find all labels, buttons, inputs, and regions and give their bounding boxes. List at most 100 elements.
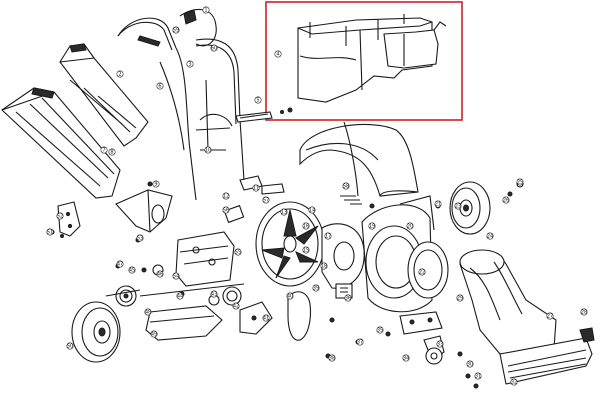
callout-circle xyxy=(368,222,376,230)
callout-number: 49 xyxy=(151,332,157,338)
callout-number: 23 xyxy=(455,204,461,210)
callout-number: 32 xyxy=(511,380,517,386)
handle-frame[interactable] xyxy=(117,17,245,201)
callout-number: 26 xyxy=(503,198,509,204)
callout-number: 19 xyxy=(369,224,375,230)
callout-number: 40 xyxy=(287,294,293,300)
callout-circle xyxy=(222,206,230,214)
belt-guard xyxy=(239,301,273,335)
part-callout: 42 xyxy=(232,302,240,310)
pulley-set xyxy=(115,264,242,307)
right-wheel[interactable] xyxy=(449,181,491,235)
part-callout: 48 xyxy=(144,308,152,316)
callout-circle xyxy=(402,354,410,362)
callout-circle xyxy=(274,50,282,58)
callout-number: 55 xyxy=(235,250,241,256)
callout-circle xyxy=(456,294,464,302)
callout-number: 24 xyxy=(487,234,493,240)
part-callout: 8 xyxy=(108,148,116,156)
part-callout: 27 xyxy=(546,312,554,320)
part-callout: 16 xyxy=(302,222,310,230)
callout-circle xyxy=(222,192,230,200)
callout-number: 33 xyxy=(437,342,443,348)
support-bracket xyxy=(399,311,443,335)
callout-number: 53 xyxy=(137,236,143,242)
callout-circle xyxy=(308,206,316,214)
callout-circle xyxy=(144,308,152,316)
part-callout: 35 xyxy=(376,326,384,334)
callout-number: 34 xyxy=(403,356,409,362)
callout-number: 28 xyxy=(581,310,587,316)
callout-number: 10 xyxy=(205,148,211,154)
discharge-elbow[interactable] xyxy=(459,249,557,355)
impeller-fan[interactable] xyxy=(255,201,325,287)
callout-circle xyxy=(172,26,180,34)
callout-circle xyxy=(502,196,510,204)
callout-number: 3 xyxy=(188,62,191,68)
callout-number: 18 xyxy=(321,264,327,270)
callout-number: 29 xyxy=(457,296,463,302)
part-callout: 33 xyxy=(436,340,444,348)
shaft-and-bearing xyxy=(105,283,245,297)
highlighted-part-inset[interactable] xyxy=(265,1,463,121)
part-callout: 11 xyxy=(252,184,260,192)
part-callout: 18 xyxy=(320,262,328,270)
part-callout: 9 xyxy=(152,180,160,188)
rear-deflector[interactable] xyxy=(299,121,419,197)
part-callout: 21 xyxy=(434,200,442,208)
upper-chute[interactable] xyxy=(59,43,149,147)
left-wheel[interactable] xyxy=(71,301,121,363)
callout-circle xyxy=(156,270,164,278)
part-callout: 7 xyxy=(100,146,108,154)
callout-circle xyxy=(108,148,116,156)
part-callout: 38 xyxy=(328,354,336,362)
callout-number: 17 xyxy=(325,234,331,240)
callout-circle xyxy=(156,82,164,90)
part-callout: 15 xyxy=(302,246,310,254)
callout-circle xyxy=(328,354,336,362)
callout-circle xyxy=(66,342,74,350)
callout-number: 42 xyxy=(233,304,239,310)
callout-number: 20 xyxy=(407,224,413,230)
part-callout: 44 xyxy=(176,292,184,300)
part-callout: 5 xyxy=(254,96,262,104)
engine-mount-plate[interactable] xyxy=(175,204,245,287)
lower-chute[interactable] xyxy=(1,87,121,199)
part-callout: 37 xyxy=(356,338,364,346)
callout-number: 5 xyxy=(256,98,259,104)
callout-circle xyxy=(116,70,124,78)
callout-number: 54 xyxy=(173,274,179,280)
callout-number: 31 xyxy=(475,374,481,380)
callout-circle xyxy=(232,302,240,310)
part-callout: 52 xyxy=(56,212,64,220)
callout-circle xyxy=(280,208,288,216)
callout-circle xyxy=(100,146,108,154)
callout-number: 37 xyxy=(357,340,363,346)
part-callout: 54 xyxy=(172,272,180,280)
engine-box-part xyxy=(297,14,447,103)
callout-number: 43 xyxy=(211,292,217,298)
part-callout: 58 xyxy=(342,182,350,190)
callout-number: 46 xyxy=(157,272,163,278)
part-callout: 39 xyxy=(312,284,320,292)
part-callout: 47 xyxy=(116,260,124,268)
callout-number: 27 xyxy=(547,314,553,320)
callout-number: 6 xyxy=(158,84,161,90)
part-callout: 25 xyxy=(516,178,524,186)
callout-circle xyxy=(376,326,384,334)
intake-nozzle[interactable] xyxy=(499,327,595,385)
callout-circle xyxy=(150,330,158,338)
callout-number: 59 xyxy=(173,28,179,34)
callout-circle xyxy=(116,260,124,268)
callout-number: 36 xyxy=(345,296,351,302)
caster-wheel xyxy=(423,335,445,365)
callout-circle xyxy=(466,360,474,368)
callout-circle xyxy=(546,312,554,320)
part-callout: 31 xyxy=(474,372,482,380)
part-callout: 14 xyxy=(308,206,316,214)
callout-number: 8 xyxy=(110,150,113,156)
handle-grip-bar xyxy=(235,111,273,123)
callout-circle xyxy=(486,232,494,240)
base-tray[interactable] xyxy=(145,305,223,341)
